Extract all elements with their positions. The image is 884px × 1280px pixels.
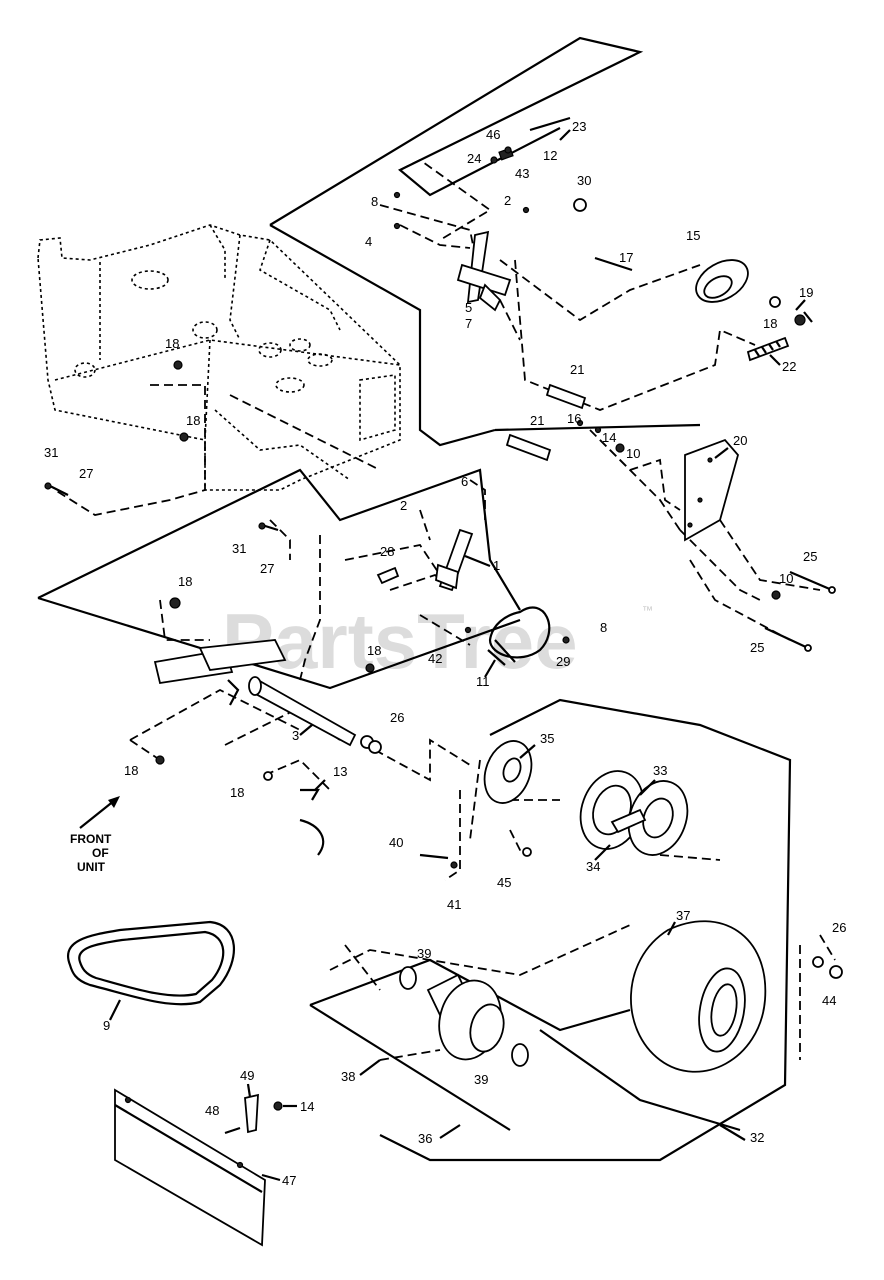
- leader-lines: [109, 129, 781, 1182]
- callout-31: 31: [232, 541, 246, 556]
- callout-24: 24: [467, 151, 481, 166]
- callout-31: 31: [44, 445, 58, 460]
- callout-19: 19: [799, 285, 813, 300]
- callout-37: 37: [676, 908, 690, 923]
- callout-12: 12: [543, 148, 557, 163]
- callout-35: 35: [540, 731, 554, 746]
- callout-33: 33: [653, 763, 667, 778]
- callout-39: 39: [417, 946, 431, 961]
- callout-11: 11: [476, 674, 490, 689]
- callout-48: 48: [205, 1103, 219, 1118]
- callout-4: 4: [365, 234, 372, 249]
- callout-13: 13: [333, 764, 347, 779]
- callout-41: 41: [447, 897, 461, 912]
- watermark-trademark: ™: [642, 605, 653, 617]
- callout-49: 49: [240, 1068, 254, 1083]
- idler-pulley-group: [594, 256, 813, 362]
- callout-28: 28: [380, 544, 394, 559]
- callout-42: 42: [428, 651, 442, 666]
- callout-47: 47: [282, 1173, 296, 1188]
- callout-46: 46: [486, 127, 500, 142]
- callout-40: 40: [389, 835, 403, 850]
- upper-lever-assembly: [393, 116, 587, 312]
- callout-14: 14: [300, 1099, 314, 1114]
- callout-2: 2: [400, 498, 407, 513]
- callout-26: 26: [832, 920, 846, 935]
- wheel-tire: [630, 920, 843, 1073]
- front-label-line1: FRONT: [70, 832, 112, 846]
- callout-18: 18: [124, 763, 138, 778]
- callout-17: 17: [619, 250, 633, 265]
- callout-34: 34: [586, 859, 600, 874]
- callout-39: 39: [474, 1072, 488, 1087]
- callout-44: 44: [822, 993, 836, 1008]
- callout-9: 9: [103, 1018, 110, 1033]
- engine-frame: [37, 224, 401, 491]
- shaft-assembly: [44, 360, 382, 856]
- drive-belt: [67, 920, 235, 1006]
- callout-22: 22: [782, 359, 796, 374]
- callout-43: 43: [515, 166, 529, 181]
- callout-10: 10: [626, 446, 640, 461]
- wheel-hub: [399, 966, 529, 1067]
- skirt-plate: [114, 1088, 283, 1247]
- callout-32: 32: [750, 1130, 764, 1145]
- callout-21: 21: [570, 362, 584, 377]
- callout-1: 1: [493, 558, 500, 573]
- callout-27: 27: [79, 466, 93, 481]
- callout-18: 18: [186, 413, 200, 428]
- callout-25: 25: [750, 640, 764, 655]
- callout-3: 3: [292, 728, 299, 743]
- callout-16: 16: [567, 411, 581, 426]
- callout-18: 18: [230, 785, 244, 800]
- callout-30: 30: [577, 173, 591, 188]
- rods-and-bracket: [505, 383, 836, 652]
- callout-18: 18: [165, 336, 179, 351]
- callout-26: 26: [390, 710, 404, 725]
- callout-8: 8: [600, 620, 607, 635]
- callout-7: 7: [465, 316, 472, 331]
- callout-38: 38: [341, 1069, 355, 1084]
- lower-lever-assembly: [376, 528, 570, 666]
- callout-36: 36: [418, 1131, 432, 1146]
- callout-45: 45: [497, 875, 511, 890]
- callout-14: 14: [602, 430, 616, 445]
- callout-25: 25: [803, 549, 817, 564]
- front-arrow: [79, 796, 120, 829]
- callout-8: 8: [371, 194, 378, 209]
- front-label-line3: UNIT: [77, 860, 106, 874]
- front-label-line2: OF: [92, 846, 109, 860]
- callout-29: 29: [556, 654, 570, 669]
- callout-6: 6: [461, 474, 468, 489]
- callout-10: 10: [779, 571, 793, 586]
- drive-pulleys: [419, 740, 689, 869]
- callout-23: 23: [572, 119, 586, 134]
- callout-21: 21: [530, 413, 544, 428]
- callout-labels: 1 2 2 3 4 5 6 7 8 8 9 10 10 11 12 13 14 …: [44, 119, 846, 1188]
- callout-18: 18: [367, 643, 381, 658]
- callout-18: 18: [763, 316, 777, 331]
- callout-2: 2: [504, 193, 511, 208]
- dashed-connector-lines: [54, 158, 836, 1061]
- callout-20: 20: [733, 433, 747, 448]
- callout-18: 18: [178, 574, 192, 589]
- callout-5: 5: [465, 300, 472, 315]
- callout-27: 27: [260, 561, 274, 576]
- callout-15: 15: [686, 228, 700, 243]
